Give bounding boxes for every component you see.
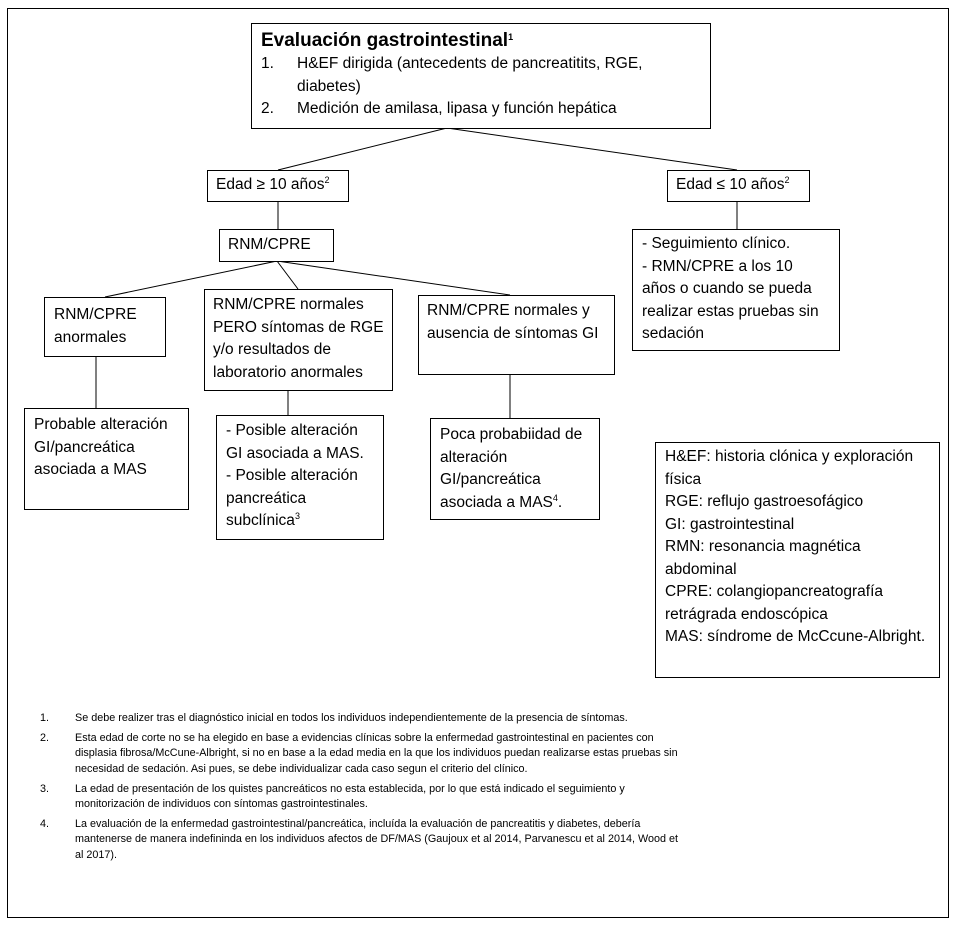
connector-top-to-left xyxy=(277,127,448,171)
footnote-2: 2. Esta edad de corte no se ha elegido e… xyxy=(40,731,680,777)
normal-no-symptoms-text: RNM/CPRE normales y ausencia de síntomas… xyxy=(427,302,599,342)
evaluation-title-text: Evaluación gastrointestinal xyxy=(261,30,509,51)
followup-box: - Seguimiento clínico. - RMN/CPRE a los … xyxy=(632,229,840,351)
evaluation-item-1: 1. H&EF dirigida (antecedents de pancrea… xyxy=(261,53,701,98)
connector-rnm-to-abnormal xyxy=(104,260,278,298)
poca-text: Poca probabiidad de alteración GI/pancre… xyxy=(440,426,583,511)
evaluation-item-2: 2. Medición de amilasa, lipasa y función… xyxy=(261,98,701,121)
posible-line-2: - Posible alteración pancreática subclín… xyxy=(226,465,374,533)
normal-symptoms-text: RNM/CPRE normales PERO síntomas de RGE y… xyxy=(213,296,384,381)
abnormal-box: RNM/CPRE anormales xyxy=(44,297,166,357)
connector-rnm-to-normalsym xyxy=(276,260,299,290)
evaluation-title-sup: 1 xyxy=(508,32,514,42)
posible-line-1: - Posible alteración GI asociada a MAS. xyxy=(226,422,364,462)
rnm-cpre-text: RNM/CPRE xyxy=(228,236,311,253)
footnote-3: 3. La edad de presentación de los quiste… xyxy=(40,782,680,812)
poca-tail: . xyxy=(557,493,563,511)
diagram-frame xyxy=(7,8,949,918)
evaluation-item-number: 1. xyxy=(261,55,274,72)
evaluation-item-text: Medición de amilasa, lipasa y función he… xyxy=(297,100,617,117)
poca-box: Poca probabiidad de alteración GI/pancre… xyxy=(430,418,600,520)
footnote-number: 3. xyxy=(40,782,50,795)
evaluation-item-text: H&EF dirigida (antecedents de pancreatit… xyxy=(297,55,643,95)
age-under-10-sup: 2 xyxy=(784,175,790,185)
rnm-cpre-box: RNM/CPRE xyxy=(219,229,334,262)
age-over-10-text: Edad ≥ 10 años xyxy=(216,176,325,193)
footnote-text: Se debe realizer tras el diagnóstico ini… xyxy=(75,712,628,724)
glossary-entry: RMN: resonancia magnética abdominal xyxy=(665,538,861,578)
posible-line-2-text: - Posible alteración pancreática subclín… xyxy=(226,467,358,529)
connector-top-to-right xyxy=(446,127,738,171)
glossary-entry: H&EF: historia clónica y exploración fís… xyxy=(665,448,914,488)
age-over-10-sup: 2 xyxy=(324,175,330,185)
glossary-entry: MAS: síndrome de McCcune-Albright. xyxy=(665,628,926,645)
footnote-text: Esta edad de corte no se ha elegido en b… xyxy=(75,732,678,775)
footnotes: 1. Se debe realizer tras el diagnóstico … xyxy=(40,711,680,868)
probable-box: Probable alteración GI/pancreática asoci… xyxy=(24,408,189,510)
evaluation-item-number: 2. xyxy=(261,100,274,117)
posible-box: - Posible alteración GI asociada a MAS. … xyxy=(216,415,384,540)
glossary-box: H&EF: historia clónica y exploración fís… xyxy=(655,442,940,678)
normal-no-symptoms-box: RNM/CPRE normales y ausencia de síntomas… xyxy=(418,295,615,375)
footnote-number: 1. xyxy=(40,712,50,724)
footnote-text: La edad de presentación de los quistes p… xyxy=(75,782,625,811)
normal-symptoms-box: RNM/CPRE normales PERO síntomas de RGE y… xyxy=(204,289,393,391)
abnormal-text: RNM/CPRE anormales xyxy=(54,306,137,346)
age-under-10-box: Edad ≤ 10 años2 xyxy=(667,170,810,202)
evaluation-title: Evaluación gastrointestinal1 xyxy=(261,28,701,53)
followup-line-1: - Seguimiento clínico. xyxy=(642,235,791,252)
probable-text: Probable alteración GI/pancreática asoci… xyxy=(34,416,168,478)
footnote-1: 1. Se debe realizer tras el diagnóstico … xyxy=(40,711,680,726)
evaluation-title-box: Evaluación gastrointestinal1 1. H&EF dir… xyxy=(251,23,711,129)
glossary-entry: RGE: reflujo gastroesofágico xyxy=(665,493,864,510)
posible-line-2-sup: 3 xyxy=(294,511,300,521)
footnote-text: La evaluación de la enfermedad gastroint… xyxy=(75,818,678,861)
followup-line-2: - RMN/CPRE a los 10 años o cuando se pue… xyxy=(642,257,819,343)
glossary-entry: GI: gastrointestinal xyxy=(665,515,795,533)
connector-rnm-to-nosym xyxy=(276,260,511,296)
footnote-number: 2. xyxy=(40,732,50,745)
glossary-entry: CPRE: colangiopancreatografía retrágrada… xyxy=(665,583,883,623)
age-under-10-text: Edad ≤ 10 años xyxy=(676,176,785,193)
footnote-4: 4. La evaluación de la enfermedad gastro… xyxy=(40,817,680,863)
poca-sup: 4 xyxy=(552,492,558,503)
age-over-10-box: Edad ≥ 10 años2 xyxy=(207,170,349,202)
footnote-number: 4. xyxy=(40,818,50,831)
